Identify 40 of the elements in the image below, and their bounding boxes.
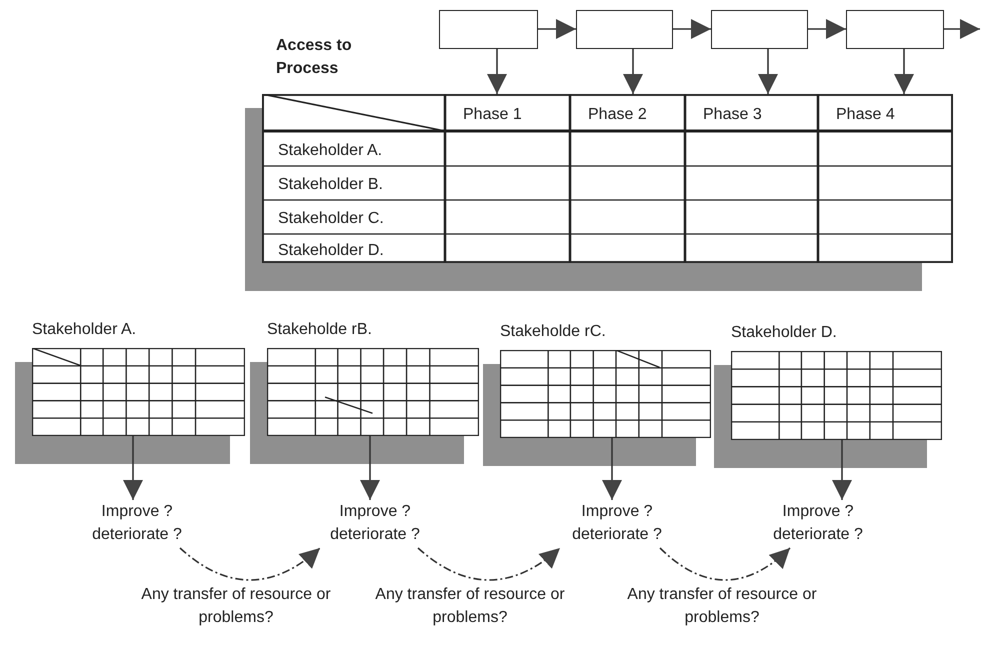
question-text: Improve ? deteriorate ? bbox=[305, 500, 445, 548]
arrow bbox=[538, 19, 576, 39]
arrow bbox=[673, 19, 711, 39]
question-text: Improve ? deteriorate ? bbox=[67, 500, 207, 548]
heading-text: Access to Process bbox=[276, 36, 353, 79]
arrow bbox=[602, 438, 622, 500]
column-header: Phase 2 bbox=[572, 96, 687, 133]
row-header: Stakeholder D. bbox=[264, 236, 447, 265]
question-text: Improve ? deteriorate ? bbox=[748, 500, 888, 548]
arrow bbox=[944, 19, 980, 39]
dashed-arrow bbox=[418, 547, 560, 581]
arrow bbox=[894, 49, 914, 94]
process-box bbox=[846, 10, 944, 49]
column-header: Phase 1 bbox=[447, 96, 572, 133]
table-heading: Stakeholder A. bbox=[32, 320, 136, 340]
arrow bbox=[758, 49, 778, 94]
arrow bbox=[487, 49, 507, 94]
row-header: Stakeholder B. bbox=[264, 168, 447, 202]
edge-label: Any transfer of resource or problems? bbox=[375, 585, 565, 628]
process-box bbox=[711, 10, 808, 49]
arrow bbox=[808, 19, 846, 39]
dashed-arrow bbox=[659, 547, 791, 581]
question-text: Improve ? deteriorate ? bbox=[547, 500, 687, 548]
arrow bbox=[360, 436, 380, 500]
arrow bbox=[832, 440, 852, 500]
row-header: Stakeholder A. bbox=[264, 133, 447, 168]
table-heading: Stakeholder D. bbox=[731, 323, 837, 343]
process-box bbox=[439, 10, 538, 49]
row-header: Stakeholder C. bbox=[264, 202, 447, 236]
edge-label: Any transfer of resource or problems? bbox=[141, 585, 331, 628]
column-header: Phase 3 bbox=[687, 96, 820, 133]
process-box bbox=[576, 10, 673, 49]
edge-label: Any transfer of resource or problems? bbox=[627, 585, 817, 628]
dashed-arrow bbox=[179, 547, 321, 581]
matrix-table bbox=[262, 94, 953, 263]
arrow bbox=[123, 436, 143, 500]
column-header: Phase 4 bbox=[820, 96, 955, 133]
table-heading: Stakeholde rC. bbox=[500, 322, 606, 342]
arrow bbox=[623, 49, 643, 94]
table-heading: Stakeholde rB. bbox=[267, 320, 372, 340]
